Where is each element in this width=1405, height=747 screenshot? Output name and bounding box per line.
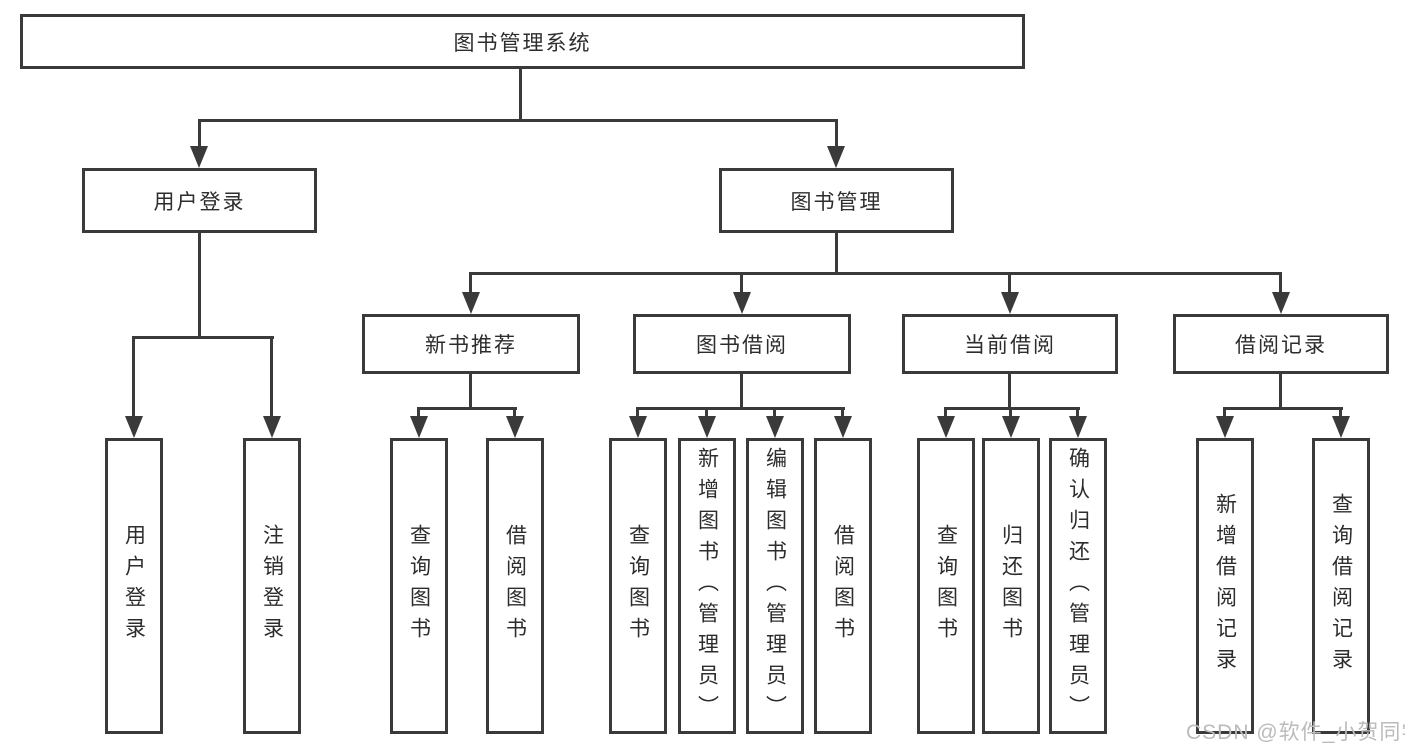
- node-book-borrowing-label: 图书借阅: [696, 334, 788, 357]
- connector-line: [1008, 374, 1011, 410]
- node-current-borrowing: 当前借阅: [902, 314, 1118, 374]
- connector-line: [198, 119, 838, 122]
- node-borrow-records-label: 借阅记录: [1235, 334, 1327, 357]
- node-user-login: 用户登录: [82, 168, 317, 233]
- connector-line: [513, 407, 516, 422]
- connector-line: [270, 336, 273, 422]
- node-confirm-return-admin: 确认归还（管理员）: [1049, 438, 1107, 734]
- arrowhead-down: [1002, 416, 1020, 438]
- arrowhead-down: [462, 292, 480, 314]
- arrowhead-down: [1272, 292, 1290, 314]
- connector-line: [469, 272, 1282, 275]
- node-confirm-return-admin-label: 确认归还（管理员）: [1066, 446, 1090, 726]
- node-borrow-records: 借阅记录: [1173, 314, 1389, 374]
- connector-line: [469, 374, 472, 410]
- node-logout: 注销登录: [243, 438, 301, 734]
- connector-line: [132, 336, 135, 422]
- connector-line: [1279, 272, 1282, 296]
- arrowhead-down: [506, 416, 524, 438]
- connector-line: [835, 119, 838, 149]
- arrowhead-down: [733, 292, 751, 314]
- connector-line: [773, 407, 776, 422]
- connector-line: [519, 69, 522, 119]
- connector-line: [740, 374, 743, 410]
- node-borrow-books-borrowing-label: 借阅图书: [831, 524, 855, 648]
- connector-line: [132, 336, 274, 339]
- connector-line: [198, 233, 201, 339]
- connector-line: [1009, 407, 1012, 422]
- node-query-books-borrowing-label: 查询图书: [626, 524, 650, 648]
- connector-line: [1223, 407, 1343, 410]
- connector-line: [469, 272, 472, 296]
- connector-line: [198, 119, 201, 149]
- node-book-borrowing: 图书借阅: [633, 314, 851, 374]
- arrowhead-down: [190, 146, 208, 168]
- arrowhead-down: [937, 416, 955, 438]
- node-add-book-admin: 新增图书（管理员）: [678, 438, 736, 734]
- node-query-borrow-record: 查询借阅记录: [1312, 438, 1370, 734]
- node-login-label: 用户登录: [122, 524, 146, 648]
- node-add-book-admin-label: 新增图书（管理员）: [695, 446, 719, 726]
- connector-line: [841, 407, 844, 422]
- csdn-watermark: CSDN @软件_小贺同学: [1186, 721, 1405, 744]
- connector-line: [417, 407, 517, 410]
- node-query-borrow-record-label: 查询借阅记录: [1329, 493, 1353, 679]
- node-root-label: 图书管理系统: [453, 31, 592, 55]
- node-edit-book-admin-label: 编辑图书（管理员）: [763, 446, 787, 726]
- connector-line: [835, 233, 838, 275]
- node-book-management: 图书管理: [719, 168, 954, 233]
- arrowhead-down: [410, 416, 428, 438]
- node-borrow-books-borrowing: 借阅图书: [814, 438, 872, 734]
- connector-line: [417, 407, 420, 422]
- arrowhead-down: [1332, 416, 1350, 438]
- node-book-management-label: 图书管理: [790, 190, 883, 214]
- node-add-borrow-record-label: 新增借阅记录: [1213, 493, 1237, 679]
- node-query-books-current-label: 查询图书: [934, 524, 958, 648]
- arrowhead-down: [827, 146, 845, 168]
- node-query-books-recommend: 查询图书: [390, 438, 448, 734]
- arrowhead-down: [766, 416, 784, 438]
- connector-line: [740, 272, 743, 296]
- node-edit-book-admin: 编辑图书（管理员）: [746, 438, 804, 734]
- arrowhead-down: [1001, 292, 1019, 314]
- node-logout-label: 注销登录: [260, 524, 284, 648]
- connector-line: [705, 407, 708, 422]
- connector-line: [1076, 407, 1079, 422]
- connector-line: [944, 407, 1080, 410]
- connector-line: [1279, 374, 1282, 410]
- node-add-borrow-record: 新增借阅记录: [1196, 438, 1254, 734]
- connector-line: [1223, 407, 1226, 422]
- arrowhead-down: [263, 416, 281, 438]
- arrowhead-down: [629, 416, 647, 438]
- connector-line: [1339, 407, 1342, 422]
- node-borrow-books-recommend: 借阅图书: [486, 438, 544, 734]
- node-borrow-books-recommend-label: 借阅图书: [503, 524, 527, 648]
- arrowhead-down: [834, 416, 852, 438]
- node-return-books-label: 归还图书: [999, 524, 1023, 648]
- arrowhead-down: [1216, 416, 1234, 438]
- node-query-books-recommend-label: 查询图书: [407, 524, 431, 648]
- node-return-books: 归还图书: [982, 438, 1040, 734]
- arrowhead-down: [698, 416, 716, 438]
- node-login: 用户登录: [105, 438, 163, 734]
- arrowhead-down: [125, 416, 143, 438]
- node-user-login-label: 用户登录: [153, 190, 246, 214]
- node-new-book-recommend: 新书推荐: [362, 314, 580, 374]
- connector-line: [944, 407, 947, 422]
- connector-line: [636, 407, 845, 410]
- node-current-borrowing-label: 当前借阅: [964, 334, 1056, 357]
- node-query-books-borrowing: 查询图书: [609, 438, 667, 734]
- node-root: 图书管理系统: [20, 14, 1025, 69]
- node-new-book-recommend-label: 新书推荐: [425, 334, 517, 357]
- connector-line: [636, 407, 639, 422]
- connector-line: [1008, 272, 1011, 296]
- node-query-books-current: 查询图书: [917, 438, 975, 734]
- arrowhead-down: [1069, 416, 1087, 438]
